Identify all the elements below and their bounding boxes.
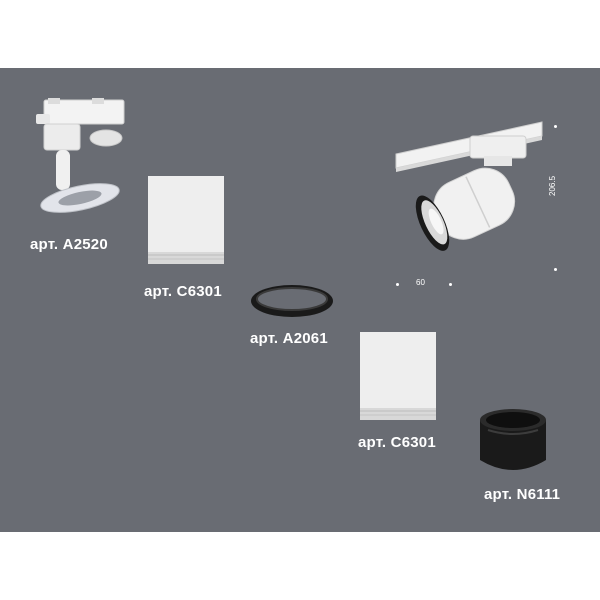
dimension-marker [554, 125, 557, 128]
part-label-c6301-bottom: арт. C6301 [358, 434, 436, 451]
part-label-a2520: арт. A2520 [30, 236, 108, 253]
height-dimension-label: 206.5 [548, 175, 557, 196]
track-spotlight-icon [395, 121, 543, 251]
part-label-n6111: арт. N6111 [484, 486, 561, 503]
dimension-marker [396, 283, 399, 286]
part-label-c6301-top: арт. C6301 [144, 283, 222, 300]
white-cylinder-icon [148, 176, 224, 264]
black-nozzle-icon [480, 409, 546, 470]
part-label-a2061: арт. A2061 [250, 330, 328, 347]
dimension-marker [449, 283, 452, 286]
track-adapter-icon [36, 98, 125, 213]
width-dimension-label: 60 [416, 278, 425, 287]
white-cylinder-icon [360, 332, 436, 420]
black-ring-icon [251, 285, 333, 317]
dimension-marker [554, 268, 557, 271]
